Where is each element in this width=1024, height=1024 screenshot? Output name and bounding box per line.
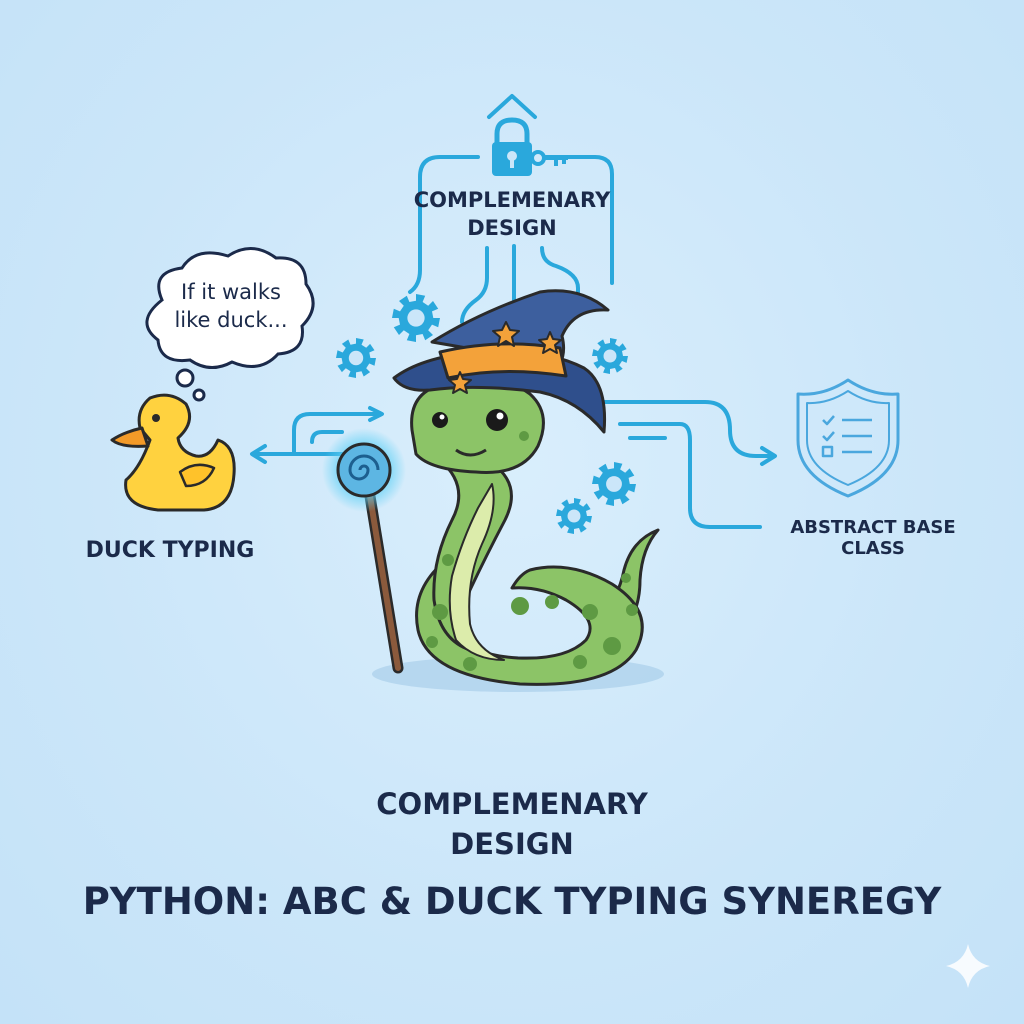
main-title: PYTHON: ABC & DUCK TYPING SYNEREGY <box>82 880 942 923</box>
wizard-staff <box>322 428 406 674</box>
house-arrow-icon <box>487 94 537 119</box>
duck-bubble-text: If it walks like duck... <box>156 278 306 334</box>
gear-icon <box>392 294 440 342</box>
bubble-line2: like duck... <box>174 308 288 332</box>
duck-typing-label: DUCK TYPING <box>85 538 255 563</box>
gear-group <box>336 294 636 534</box>
wizard-hat <box>392 289 610 434</box>
gear-icon <box>592 338 628 374</box>
bottom-subtitle-line1: COMPLEMENARY <box>376 787 648 821</box>
duck-illustration <box>110 393 236 512</box>
bottom-subtitle: COMPLEMENARY DESIGN <box>362 784 662 864</box>
sparkle-icon <box>946 944 990 988</box>
bottom-subtitle-line2: DESIGN <box>450 827 574 861</box>
top-label: COMPLEMENARY DESIGN <box>412 186 612 242</box>
gear-icon <box>556 498 592 534</box>
abc-label: ABSTRACT BASE CLASS <box>790 517 956 559</box>
gear-icon <box>336 338 376 378</box>
shield-checklist-icon <box>796 378 900 498</box>
lock-key-icon <box>492 117 568 176</box>
bubble-line1: If it walks <box>181 280 281 304</box>
snake-mascot <box>410 378 660 686</box>
top-label-line1: COMPLEMENARY <box>413 188 611 212</box>
top-label-line2: DESIGN <box>467 216 557 240</box>
gear-icon <box>592 462 636 506</box>
thought-bubble <box>145 247 315 402</box>
